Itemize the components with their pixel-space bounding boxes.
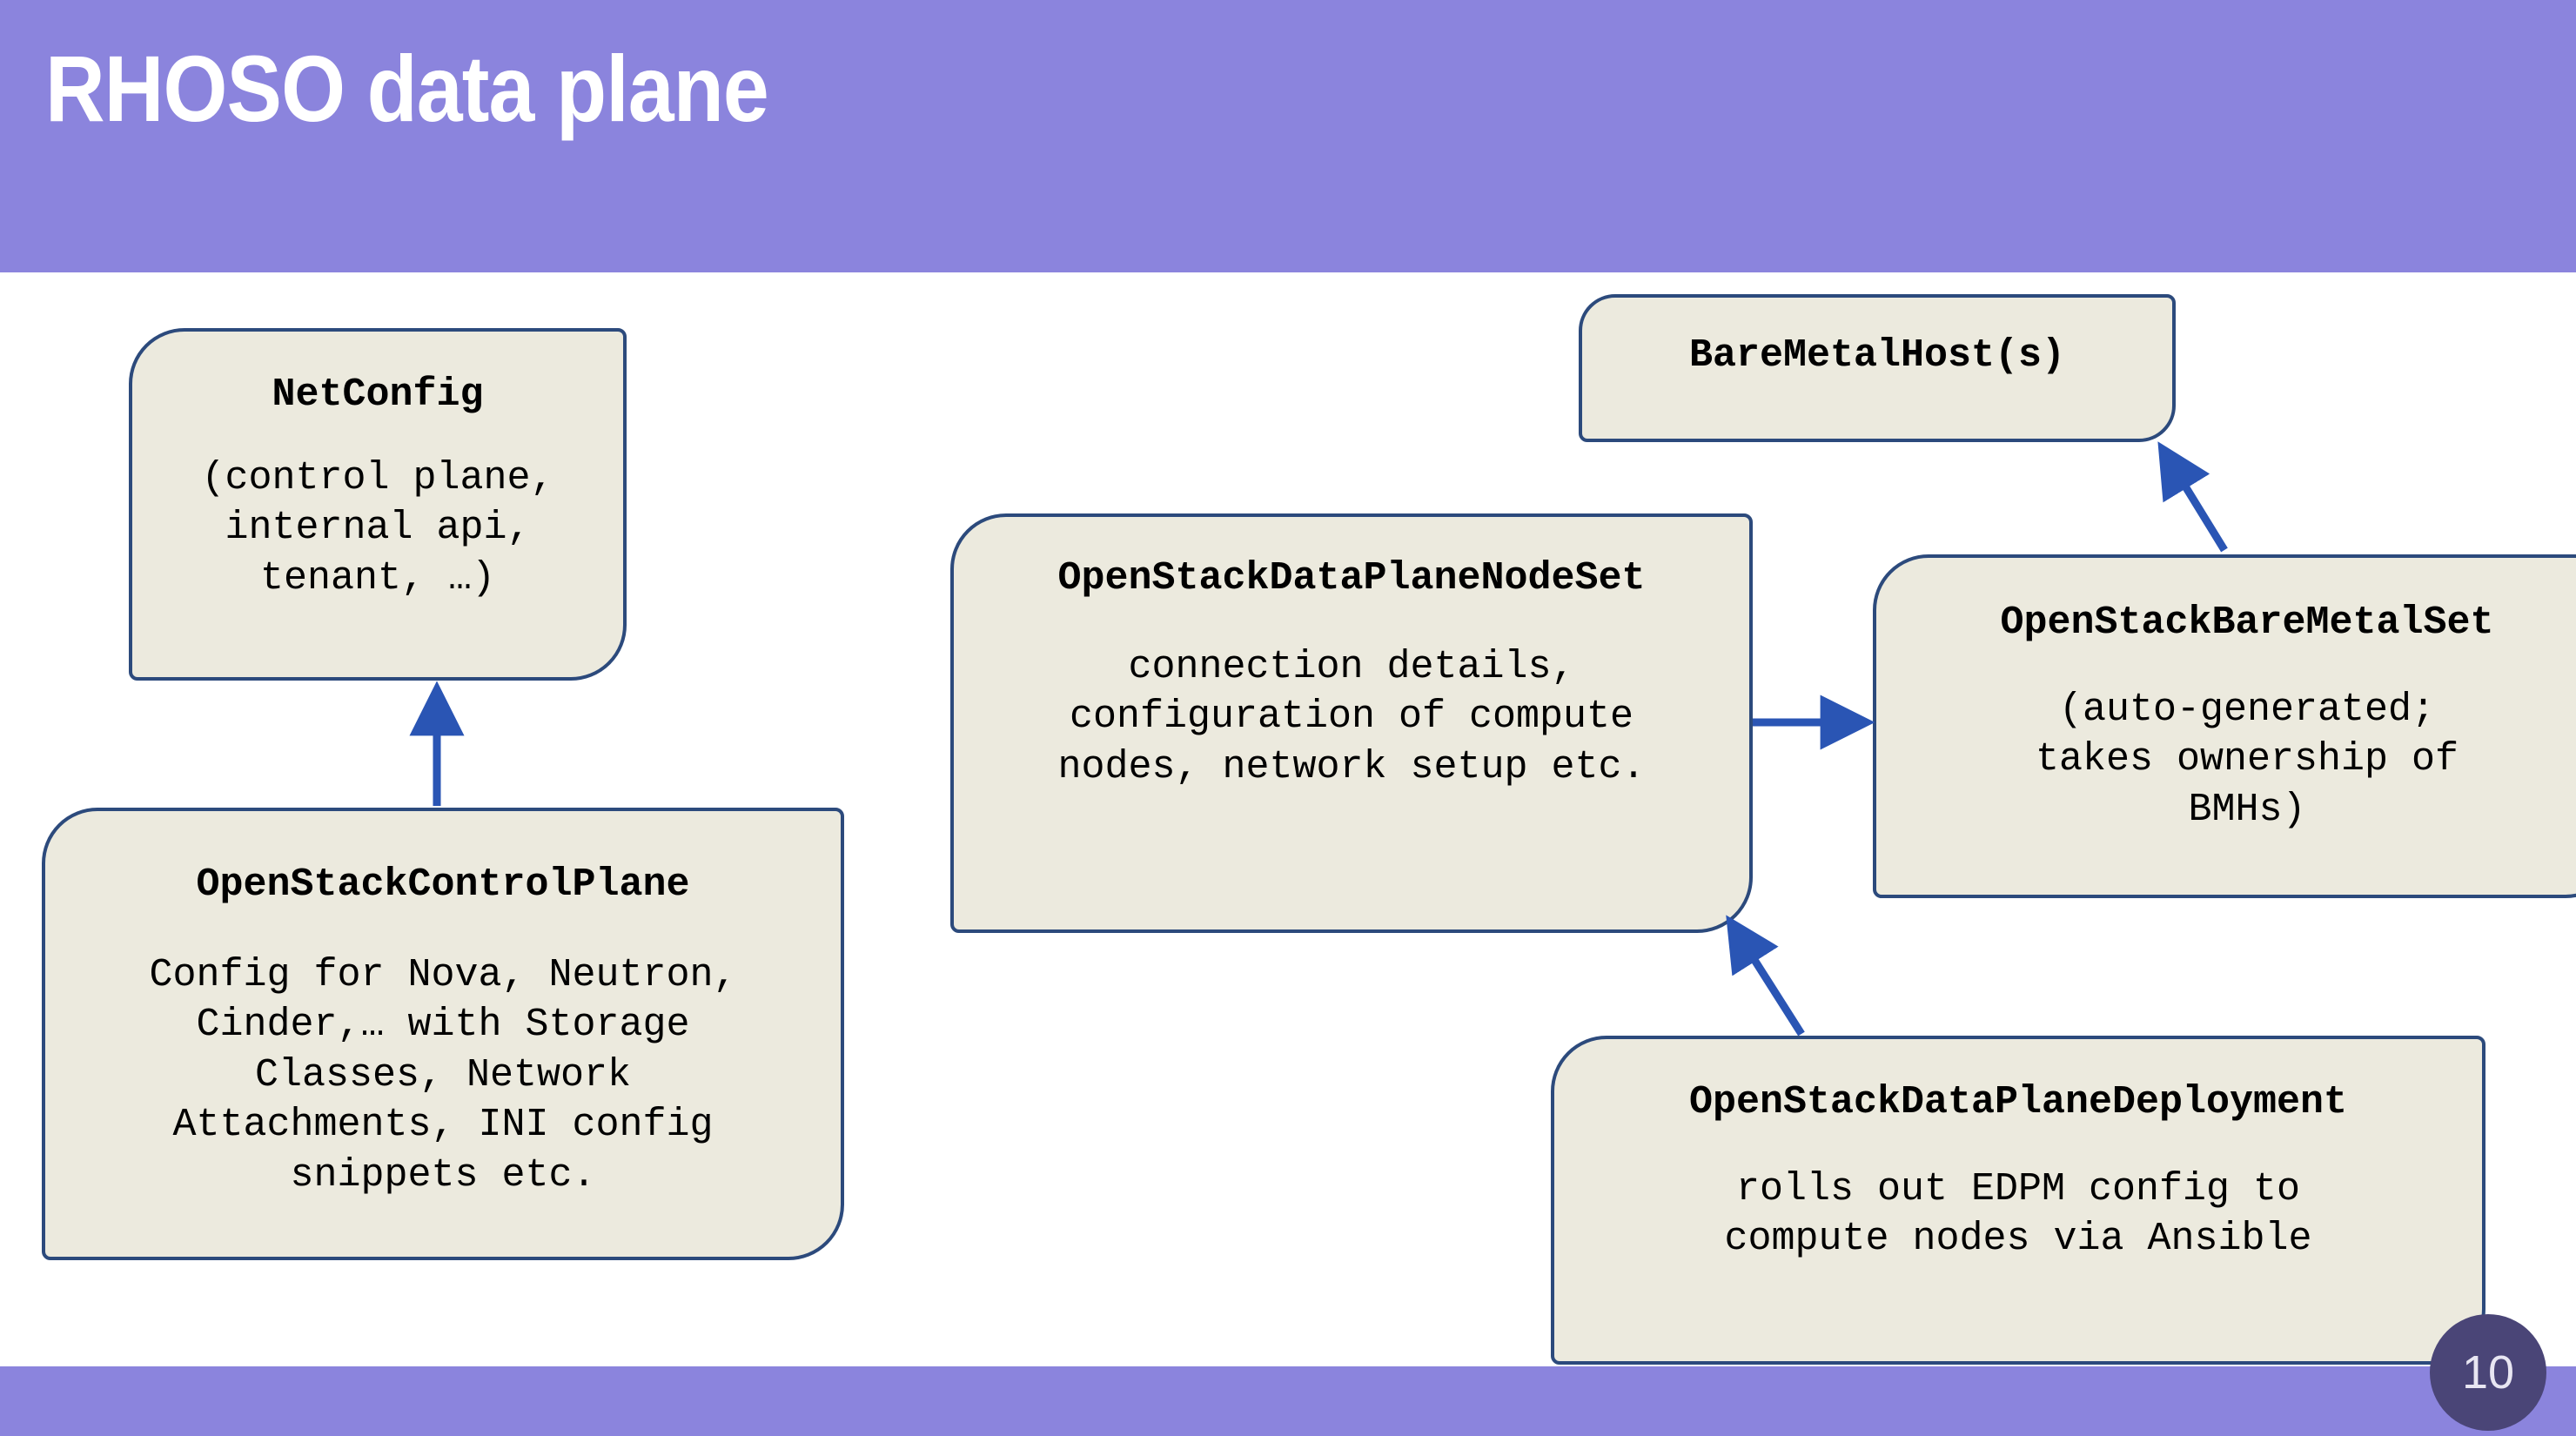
node-netconfig-title: NetConfig [272,372,484,417]
node-baremetalhost-title: BareMetalHost(s) [1688,333,2066,378]
arrow-baremetalset-to-baremetalhost [2157,441,2228,553]
header-band [0,0,2576,272]
node-openstackdataplanenodeset-body: connection details, configuration of com… [1057,644,1646,789]
node-openstackdataplanenodeset-title: OpenStackDataPlaneNodeSet [1057,556,1646,601]
node-openstackcontrolplane-body: Config for Nova, Neutron, Cinder,… with … [149,952,737,1198]
page-number-badge: 10 [2430,1314,2546,1431]
page-number-label: 10 [2461,1346,2515,1399]
page-title: RHOSO data plane [45,36,769,141]
node-openstackbaremetalset[interactable]: OpenStackBareMetalSet (auto-generated; t… [1873,554,2576,898]
node-baremetalhost[interactable]: BareMetalHost(s) [1579,294,2176,442]
node-openstackdataplanedeployment-title: OpenStackDataPlaneDeployment [1688,1080,2348,1124]
arrow-deployment-to-nodeset [1726,915,1805,1037]
node-openstackbaremetalset-body: (auto-generated; takes ownership of BMHs… [2035,687,2459,832]
footer-band [0,1366,2576,1436]
node-openstackdataplanedeployment[interactable]: OpenStackDataPlaneDeployment rolls out E… [1551,1036,2485,1365]
node-netconfig-body: (control plane, internal api, tenant, …) [201,455,554,601]
node-openstackcontrolplane-title: OpenStackControlPlane [196,862,690,907]
node-openstackdataplanenodeset[interactable]: OpenStackDataPlaneNodeSet connection det… [950,513,1753,933]
node-openstackbaremetalset-title: OpenStackBareMetalSet [2000,601,2494,645]
node-openstackdataplanedeployment-body: rolls out EDPM config to compute nodes v… [1724,1166,2312,1262]
node-netconfig[interactable]: NetConfig (control plane, internal api, … [129,328,627,681]
node-openstackcontrolplane[interactable]: OpenStackControlPlane Config for Nova, N… [42,808,844,1260]
